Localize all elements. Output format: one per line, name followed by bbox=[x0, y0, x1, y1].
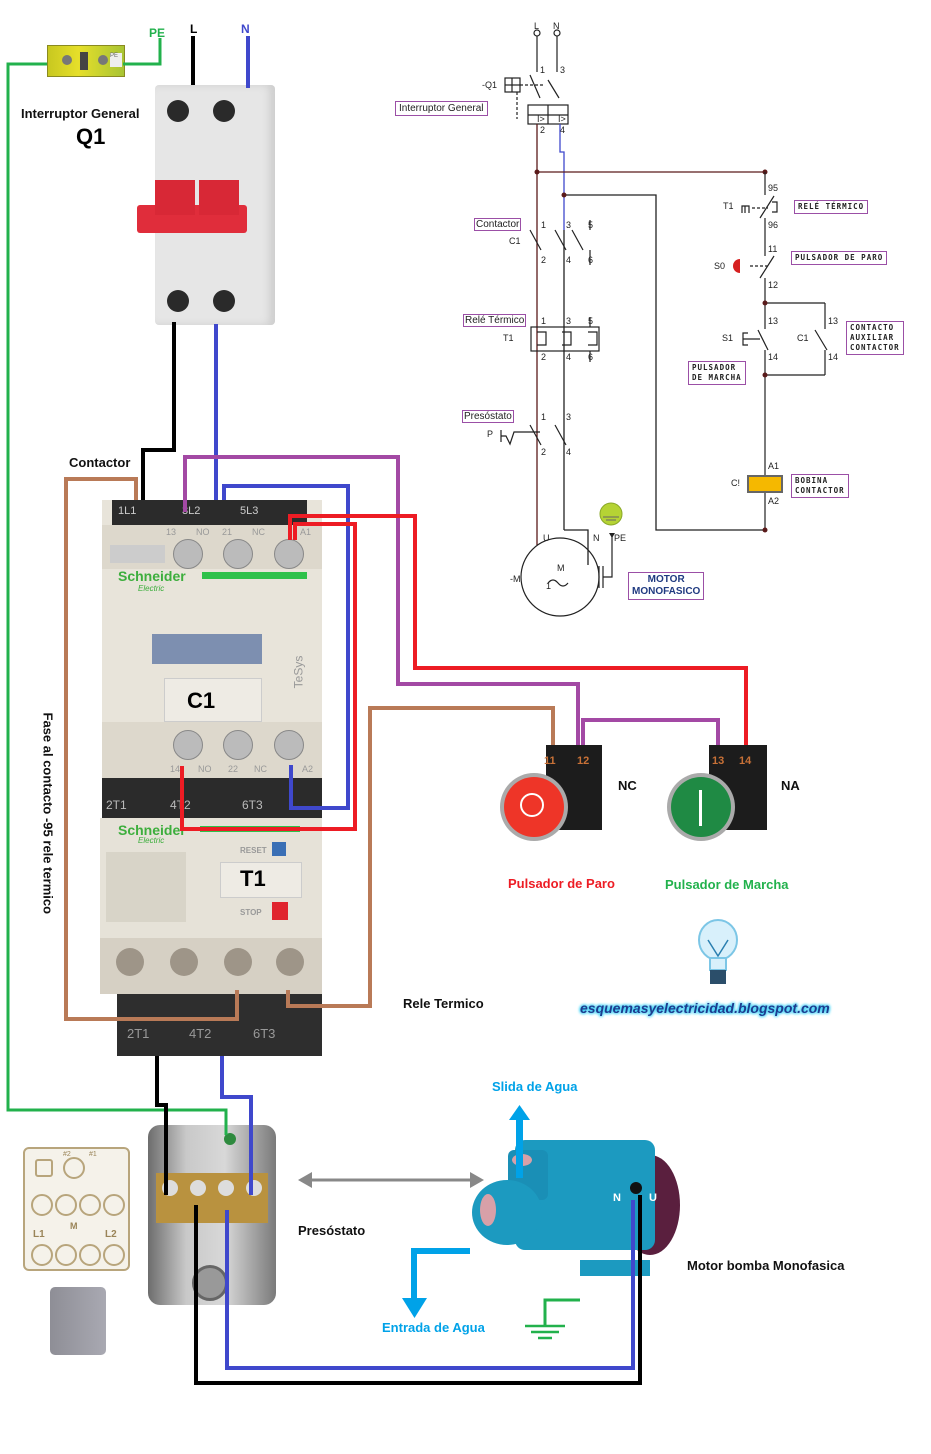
sch-label-thermal: Relé Térmico bbox=[463, 314, 527, 327]
lightbulb-icon bbox=[698, 919, 738, 984]
svg-text:4: 4 bbox=[566, 352, 571, 362]
svg-text:2: 2 bbox=[541, 352, 546, 362]
svg-text:2: 2 bbox=[541, 255, 546, 265]
svg-text:6: 6 bbox=[588, 255, 593, 265]
svg-text:95: 95 bbox=[768, 183, 778, 193]
svg-text:I>: I> bbox=[558, 114, 566, 124]
svg-text:I>: I> bbox=[537, 114, 545, 124]
svg-text:13: 13 bbox=[768, 316, 778, 326]
svg-text:2: 2 bbox=[541, 447, 546, 457]
purple-wire-bridge bbox=[581, 718, 720, 745]
svg-text:C1: C1 bbox=[797, 333, 809, 343]
pressure-switch bbox=[148, 1125, 276, 1305]
svg-text:5: 5 bbox=[588, 316, 593, 326]
sch-supply-l: L bbox=[534, 21, 539, 31]
water-out-label: Slida de Agua bbox=[492, 1079, 578, 1094]
line-label: L bbox=[190, 22, 198, 36]
start-type: NA bbox=[781, 778, 800, 793]
sch-contactor-id: C1 bbox=[509, 236, 521, 246]
sch-label-t1: RELÉ TÉRMICO bbox=[794, 200, 869, 214]
series-label: TeSys bbox=[291, 655, 306, 689]
svg-text:5: 5 bbox=[588, 220, 593, 230]
sch-breaker-id: -Q1 bbox=[482, 80, 497, 90]
start-pushbutton: 13 14 bbox=[665, 745, 775, 841]
svg-text:1: 1 bbox=[546, 581, 551, 591]
start-i-icon bbox=[699, 790, 702, 826]
stop-pushbutton: 11 12 bbox=[498, 745, 608, 841]
svg-text:A2: A2 bbox=[768, 496, 779, 506]
start-label: Pulsador de Marcha bbox=[665, 877, 789, 892]
reset-button bbox=[272, 842, 286, 856]
sch-thermal-id: T1 bbox=[503, 333, 514, 343]
relay-title: Rele Termico bbox=[403, 996, 484, 1011]
sch-label-pressostat: Presóstato bbox=[462, 410, 514, 423]
svg-text:A1: A1 bbox=[768, 461, 779, 471]
pressure-switch-cover bbox=[50, 1287, 106, 1355]
earth-symbol bbox=[599, 502, 623, 526]
sch-label-coil: BOBINA CONTACTOR bbox=[791, 474, 849, 498]
svg-text:6: 6 bbox=[588, 352, 593, 362]
svg-text:3: 3 bbox=[566, 412, 571, 422]
pump-title: Motor bomba Monofasica bbox=[687, 1258, 845, 1273]
stop-type: NC bbox=[618, 778, 637, 793]
s0-stop-icon bbox=[733, 259, 740, 273]
svg-text:4: 4 bbox=[566, 447, 571, 457]
website-link[interactable]: esquemasyelectricidad.blogspot.com bbox=[580, 1000, 830, 1016]
sch-label-c1aux: CONTACTO AUXILIAR CONTACTOR bbox=[846, 321, 904, 355]
svg-text:1: 1 bbox=[541, 316, 546, 326]
svg-text:U: U bbox=[543, 533, 550, 543]
stop-label: Pulsador de Paro bbox=[508, 876, 615, 891]
svg-text:1: 1 bbox=[541, 220, 546, 230]
sch-pressostat-id: P bbox=[487, 429, 493, 439]
svg-text:14: 14 bbox=[828, 352, 838, 362]
svg-text:C!: C! bbox=[731, 478, 740, 488]
svg-text:2: 2 bbox=[540, 125, 545, 135]
vertical-note: Fase al contacto -95 rele termico bbox=[40, 712, 56, 915]
contactor-coil bbox=[747, 475, 783, 493]
thermal-relay-t1: Schneider Electric RESET T1 STOP bbox=[100, 818, 322, 994]
neutral-label: N bbox=[241, 22, 250, 36]
svg-text:1: 1 bbox=[540, 65, 545, 75]
relay-id: T1 bbox=[240, 866, 266, 891]
earth-ground-icon bbox=[525, 1324, 565, 1340]
svg-text:-M: -M bbox=[510, 574, 521, 584]
svg-text:PE: PE bbox=[614, 533, 626, 543]
svg-text:4: 4 bbox=[566, 255, 571, 265]
svg-text:T1: T1 bbox=[723, 201, 734, 211]
svg-text:M: M bbox=[557, 563, 565, 573]
double-arrow-icon bbox=[298, 1172, 484, 1188]
water-pump: N U bbox=[460, 1130, 690, 1310]
svg-text:3: 3 bbox=[566, 220, 571, 230]
svg-text:4: 4 bbox=[560, 125, 565, 135]
sch-label-contactor: Contactor bbox=[474, 218, 522, 231]
svg-text:S1: S1 bbox=[722, 333, 733, 343]
sch-supply-n: N bbox=[553, 21, 560, 31]
relay-bottom-terminal-strip: 2T1 4T2 6T3 bbox=[117, 994, 322, 1056]
schematic-diagram: L N 1 3 -Q1 I> I> 2 4 1 3 5 C1 2 4 6 1 3… bbox=[482, 21, 838, 617]
svg-text:N: N bbox=[593, 533, 600, 543]
contactor-bottom-terminal-strip: 2T1 4T2 6T3 bbox=[102, 778, 322, 818]
svg-text:11: 11 bbox=[768, 244, 777, 254]
svg-text:3: 3 bbox=[560, 65, 565, 75]
contactor-id: C1 bbox=[187, 688, 216, 713]
stop-o-icon bbox=[520, 793, 544, 817]
sch-label-s0: PULSADOR DE PARO bbox=[791, 251, 888, 265]
pe-label: PE bbox=[149, 26, 166, 40]
pressure-switch-title: Presóstato bbox=[298, 1223, 366, 1238]
water-in-label: Entrada de Agua bbox=[382, 1320, 485, 1335]
svg-text:S0: S0 bbox=[714, 261, 725, 271]
motor-symbol bbox=[520, 537, 600, 617]
pressure-switch-plate: #2 #1 M L1 L2 bbox=[23, 1147, 130, 1271]
svg-text:12: 12 bbox=[768, 280, 778, 290]
svg-text:96: 96 bbox=[768, 220, 778, 230]
sch-label-motor: MOTOR MONOFASICO bbox=[628, 572, 705, 600]
svg-text:14: 14 bbox=[768, 352, 778, 362]
svg-text:3: 3 bbox=[566, 316, 571, 326]
svg-text:1: 1 bbox=[541, 412, 546, 422]
sch-label-s1: PULSADOR DE MARCHA bbox=[688, 361, 746, 385]
sch-label-breaker: Interruptor General bbox=[395, 101, 488, 116]
svg-text:13: 13 bbox=[828, 316, 838, 326]
stop-button bbox=[272, 902, 288, 920]
